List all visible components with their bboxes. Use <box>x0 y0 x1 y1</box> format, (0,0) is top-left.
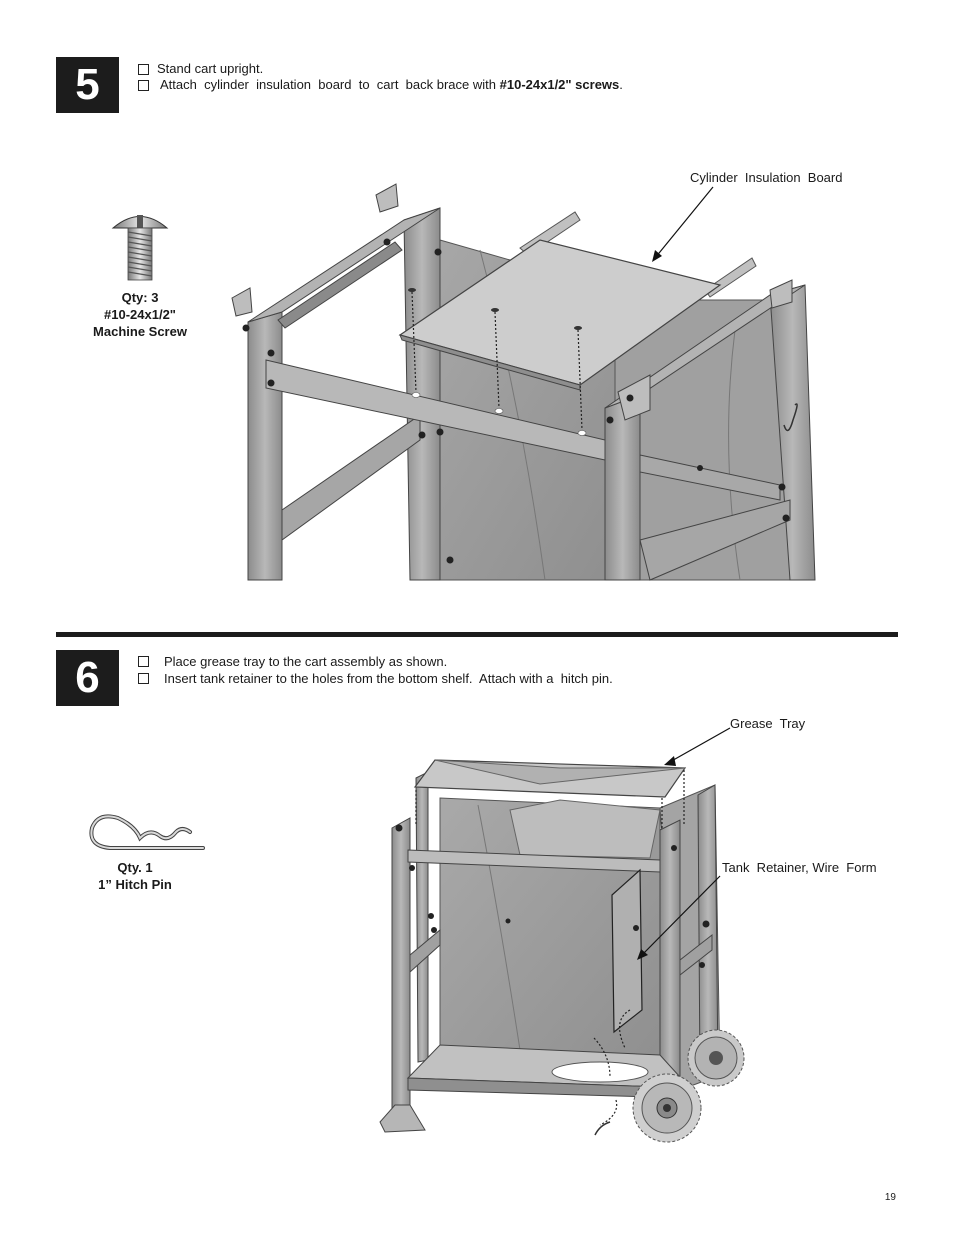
cylinder-insulation-board-label: Cylinder Insulation Board <box>690 170 843 185</box>
step-5-instruction-2: Attach cylinder insulation board to cart… <box>138 77 623 93</box>
step-5-number: 5 <box>56 57 119 113</box>
step-6-number: 6 <box>56 650 119 706</box>
grease-tray-label: Grease Tray <box>730 716 806 731</box>
tank-retainer-label: Tank Retainer, Wire Form <box>722 860 877 875</box>
step-5-instructions: Stand cart upright. Attach cylinder insu… <box>138 61 623 93</box>
section-divider <box>56 632 898 637</box>
wheel-front <box>632 1073 702 1143</box>
step-5-instruction-1: Stand cart upright. <box>138 61 623 77</box>
hitch-pin-caption: Qty. 1 1” Hitch Pin <box>98 860 172 892</box>
step-6-instruction-2: Insert tank retainer to the holes from t… <box>138 670 613 687</box>
checkbox[interactable] <box>138 79 149 91</box>
step-6-instructions: Place grease tray to the cart assembly a… <box>138 653 613 687</box>
wheel-back <box>687 1029 745 1087</box>
step-6-instruction-1: Place grease tray to the cart assembly a… <box>138 653 613 670</box>
page-number: 19 <box>884 1192 896 1203</box>
checkbox[interactable] <box>138 63 149 75</box>
checkbox[interactable] <box>138 656 149 667</box>
screw-caption: Qty: 3 #10-24x1/2" Machine Screw <box>93 290 187 339</box>
checkbox[interactable] <box>138 673 149 684</box>
